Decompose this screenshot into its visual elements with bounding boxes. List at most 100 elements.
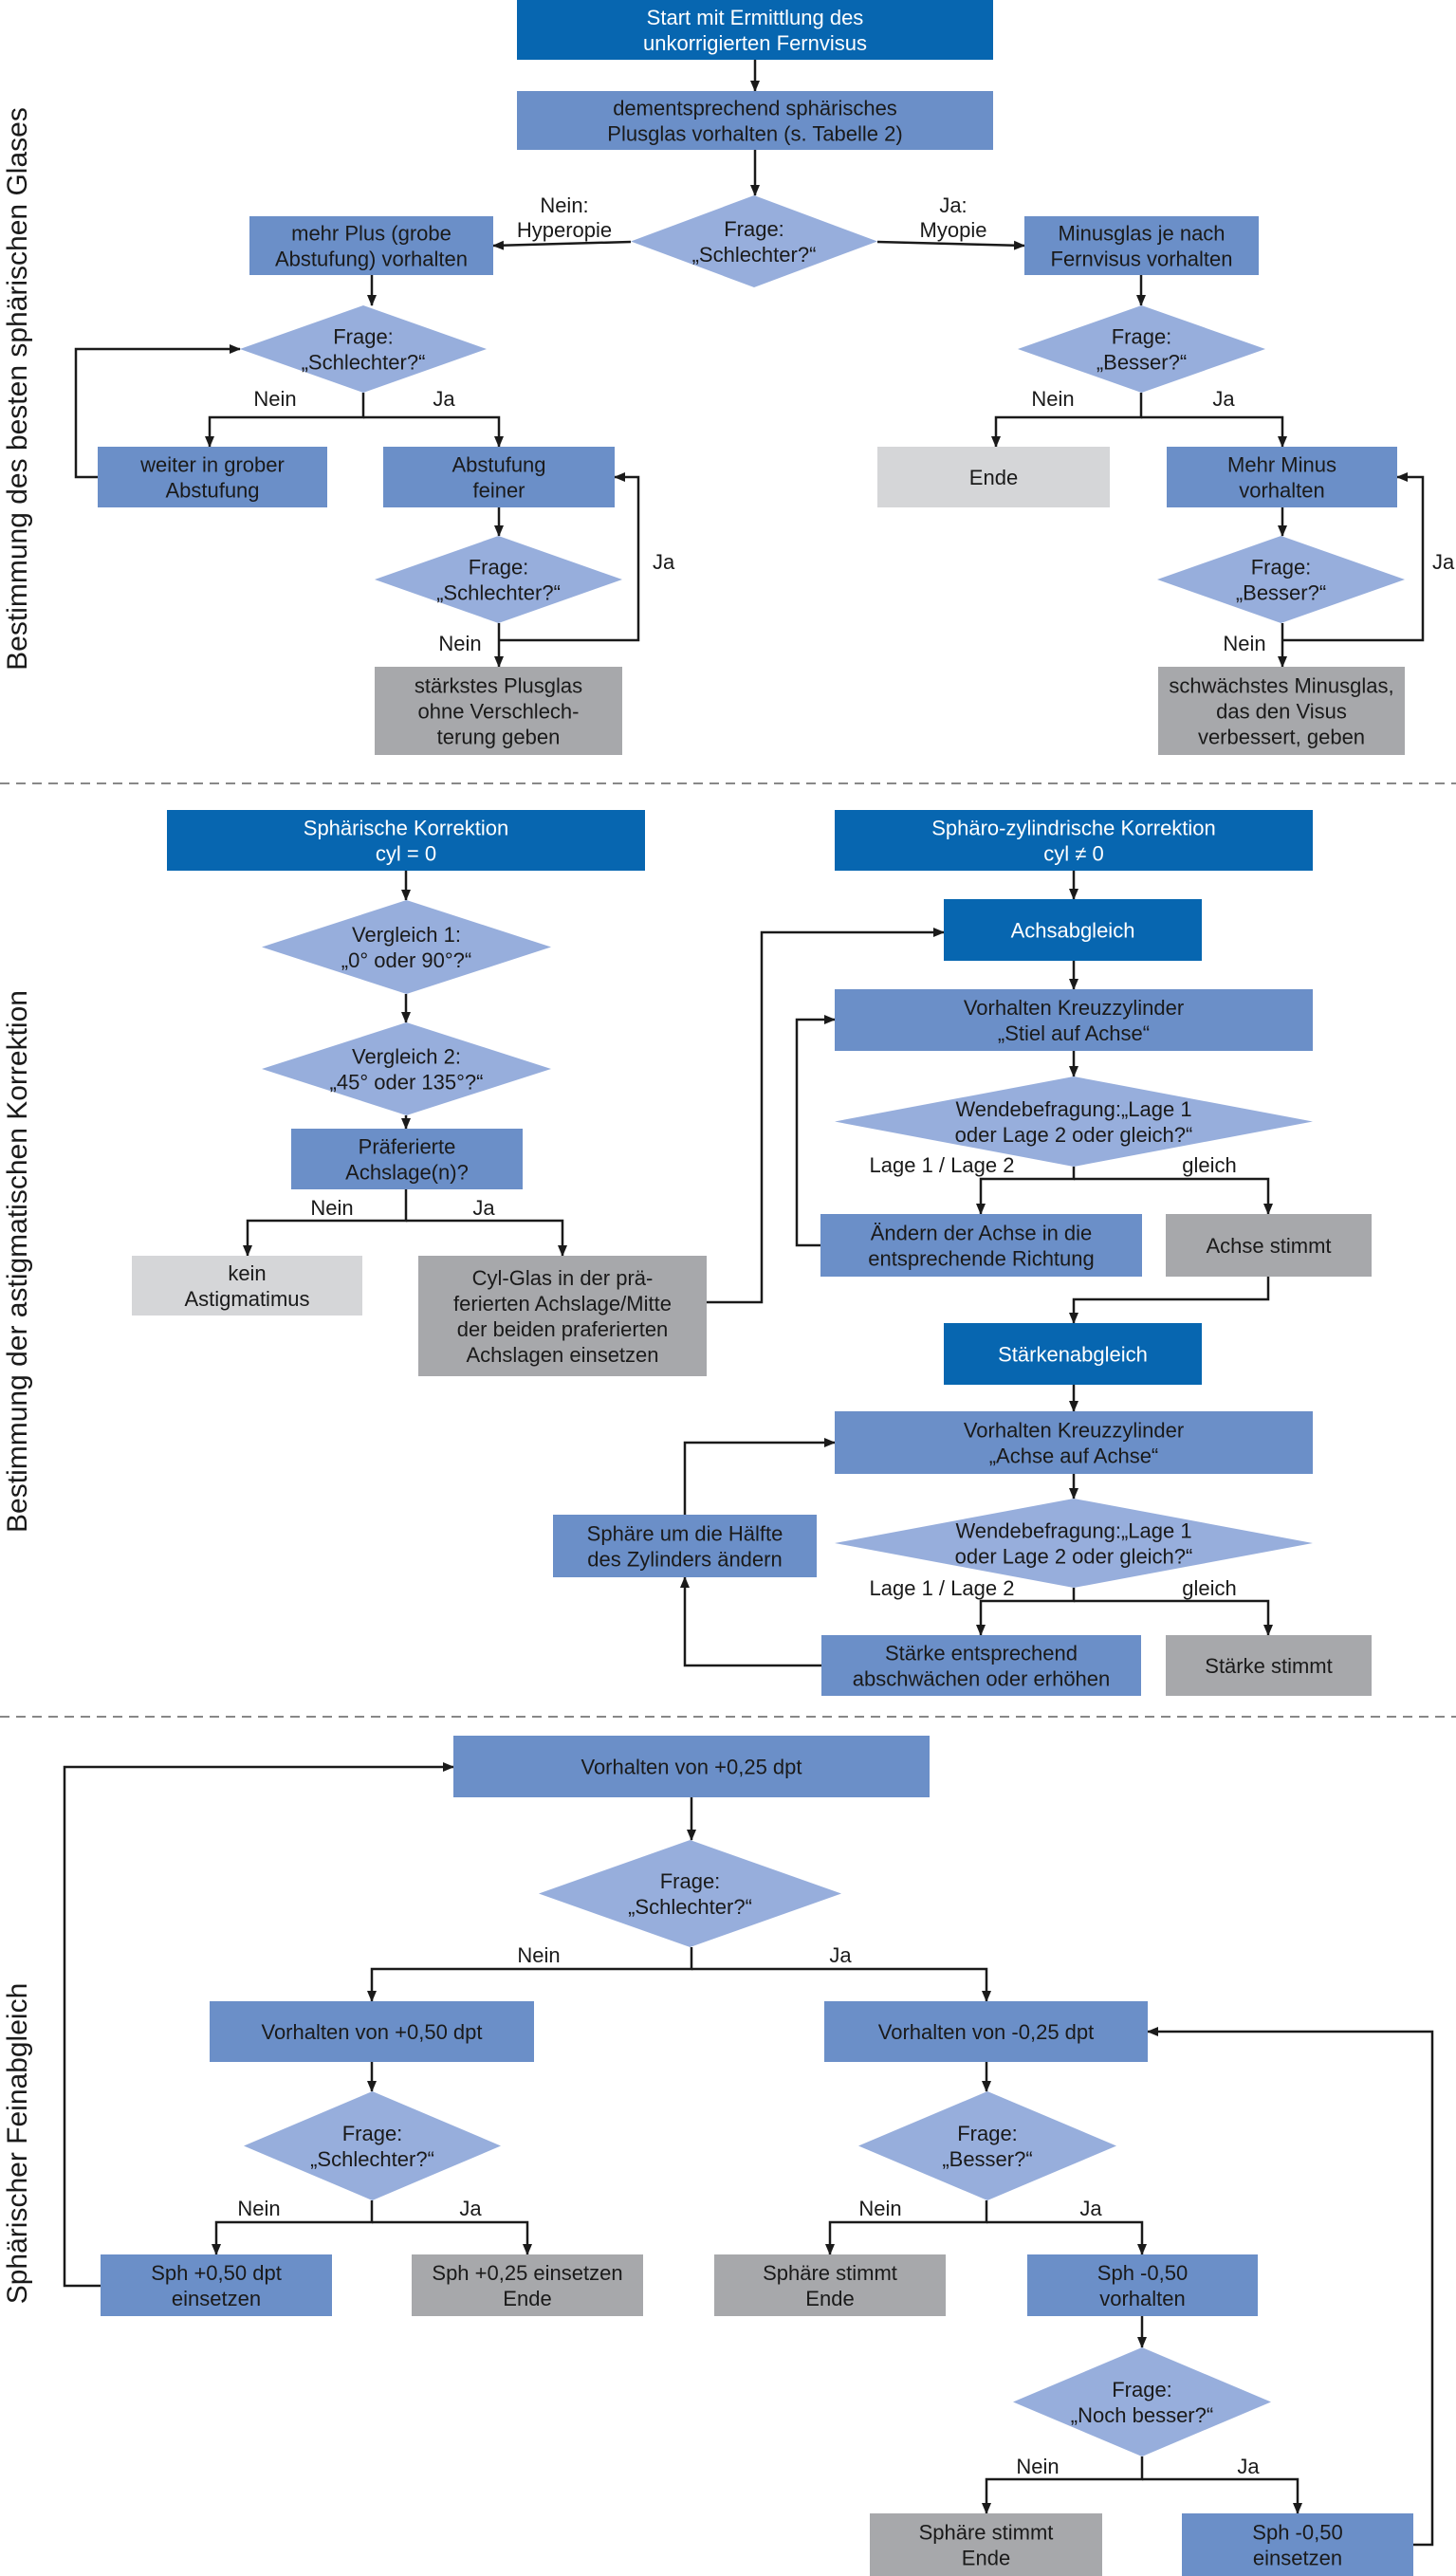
edge-label: Ja — [459, 2197, 482, 2220]
connector-lines — [63, 60, 1434, 2547]
node-label: „0° oder 90°?“ — [341, 948, 471, 972]
edge-label: Nein — [237, 2197, 280, 2220]
decision-diamond — [1157, 536, 1405, 623]
connector-arrow — [976, 1167, 1076, 1215]
node-label: entsprechende Richtung — [868, 1247, 1095, 1271]
box-shape — [835, 1411, 1313, 1474]
node-q-besser-right2: Frage:„Besser?“ — [1157, 536, 1405, 623]
node-label: Ende — [962, 2547, 1010, 2570]
node-label: Vorhalten von +0,25 dpt — [581, 1756, 802, 1779]
node-kz-stiel: Vorhalten Kreuzzylinder„Stiel auf Achse“ — [835, 989, 1313, 1051]
node-label: Fernvisus vorhalten — [1051, 248, 1233, 271]
node-label: unkorrigierten Fernvisus — [643, 31, 867, 55]
node-label: Astigmatimus — [184, 1287, 309, 1311]
connector-arrow — [1074, 1599, 1273, 1636]
node-label: Ende — [805, 2287, 854, 2310]
connector-arrow — [707, 928, 945, 1304]
node-q-schlechter-left2: Frage:„Schlechter?“ — [375, 536, 622, 623]
node-schwaechstes-minus: schwächstes Minusglas,das den Visusverbe… — [1158, 667, 1405, 755]
box-shape — [383, 447, 615, 507]
node-label: Frage: — [342, 2122, 403, 2145]
box-shape — [870, 2513, 1102, 2576]
node-vorhalten-m025: Vorhalten von -0,25 dpt — [824, 2001, 1148, 2062]
connector-arrow — [367, 1947, 693, 2002]
node-label: Ändern der Achse in die — [871, 1222, 1093, 1245]
box-shape — [835, 810, 1313, 871]
edge-label: Lage 1 / Lage 2 — [870, 1153, 1015, 1177]
node-q-besser-b: Frage:„Besser?“ — [858, 2091, 1116, 2200]
node-q-schlechter-left: Frage:„Schlechter?“ — [240, 305, 487, 393]
node-q-besser-right: Frage:„Besser?“ — [1018, 305, 1265, 393]
node-label: „Schlechter?“ — [436, 581, 561, 605]
node-label: kein — [228, 1261, 266, 1285]
edge-label: gleich — [1182, 1153, 1236, 1177]
edge-label: Ja — [829, 1943, 852, 1967]
node-label: Frage: — [333, 325, 394, 349]
node-label: Vorhalten von -0,25 dpt — [878, 2020, 1095, 2044]
node-label: Frage: — [1112, 325, 1172, 349]
node-label: Abstufung — [452, 453, 545, 477]
node-label: Stärke entsprechend — [885, 1642, 1078, 1665]
node-label: Frage: — [660, 1869, 721, 1893]
node-label: „45° oder 135°?“ — [330, 1071, 484, 1095]
edge-label: Ja — [1212, 387, 1235, 411]
box-shape — [553, 1515, 817, 1577]
node-label: mehr Plus (grobe — [291, 222, 452, 246]
node-ende-top: Ende — [877, 447, 1110, 507]
node-vorhalten-050: Vorhalten von +0,50 dpt — [210, 2001, 534, 2062]
connector-arrow — [825, 2200, 988, 2255]
connector-arrow — [363, 415, 504, 448]
box-shape — [1158, 667, 1405, 755]
edge-label: gleich — [1182, 1576, 1236, 1600]
box-shape — [412, 2254, 643, 2316]
node-label: Sph +0,50 dpt — [151, 2261, 282, 2285]
node-label: Frage: — [1112, 2378, 1172, 2401]
node-label: Achsabgleich — [1011, 919, 1135, 943]
box-shape — [714, 2254, 946, 2316]
connector-arrow — [74, 344, 241, 479]
node-label: Sphäre stimmt — [919, 2521, 1054, 2545]
box-shape — [1182, 2513, 1413, 2576]
box-shape — [167, 810, 645, 871]
connector-arrow — [991, 393, 1143, 448]
node-label: der beiden praferierten — [457, 1317, 669, 1341]
box-shape — [944, 899, 1202, 961]
node-label: Frage: — [957, 2122, 1018, 2145]
node-achse-stimmt: Achse stimmt — [1166, 1214, 1372, 1277]
node-label: Wendebefragung:„Lage 1 — [955, 1519, 1191, 1543]
connector-arrow — [205, 393, 365, 448]
node-label: „Noch besser?“ — [1071, 2403, 1213, 2427]
node-label: Sph -0,50 — [1252, 2521, 1342, 2545]
node-label: Achslagen einsetzen — [466, 1343, 658, 1367]
decision-diamond — [539, 1840, 841, 1947]
box-shape — [98, 447, 327, 507]
node-label: weiter in grober — [139, 453, 285, 477]
node-label: Abstufung) vorhalten — [275, 248, 468, 271]
node-label: „Schlechter?“ — [628, 1895, 752, 1919]
node-label: Abstufung — [165, 479, 259, 503]
connector-arrow — [1074, 1177, 1273, 1215]
node-q-noch-besser: Frage:„Noch besser?“ — [1013, 2347, 1271, 2456]
edge-label: Nein — [438, 632, 481, 655]
node-label: Sphäro-zylindrische Korrektion — [931, 817, 1216, 840]
connector-arrow — [372, 2220, 532, 2255]
decision-diamond — [835, 1076, 1313, 1167]
node-label: „Besser?“ — [942, 2147, 1032, 2171]
node-label: Wendebefragung:„Lage 1 — [955, 1097, 1191, 1121]
decision-diamond — [375, 536, 622, 623]
node-vorhalten-025: Vorhalten von +0,25 dpt — [453, 1736, 930, 1797]
connector-arrow — [63, 1762, 454, 2288]
